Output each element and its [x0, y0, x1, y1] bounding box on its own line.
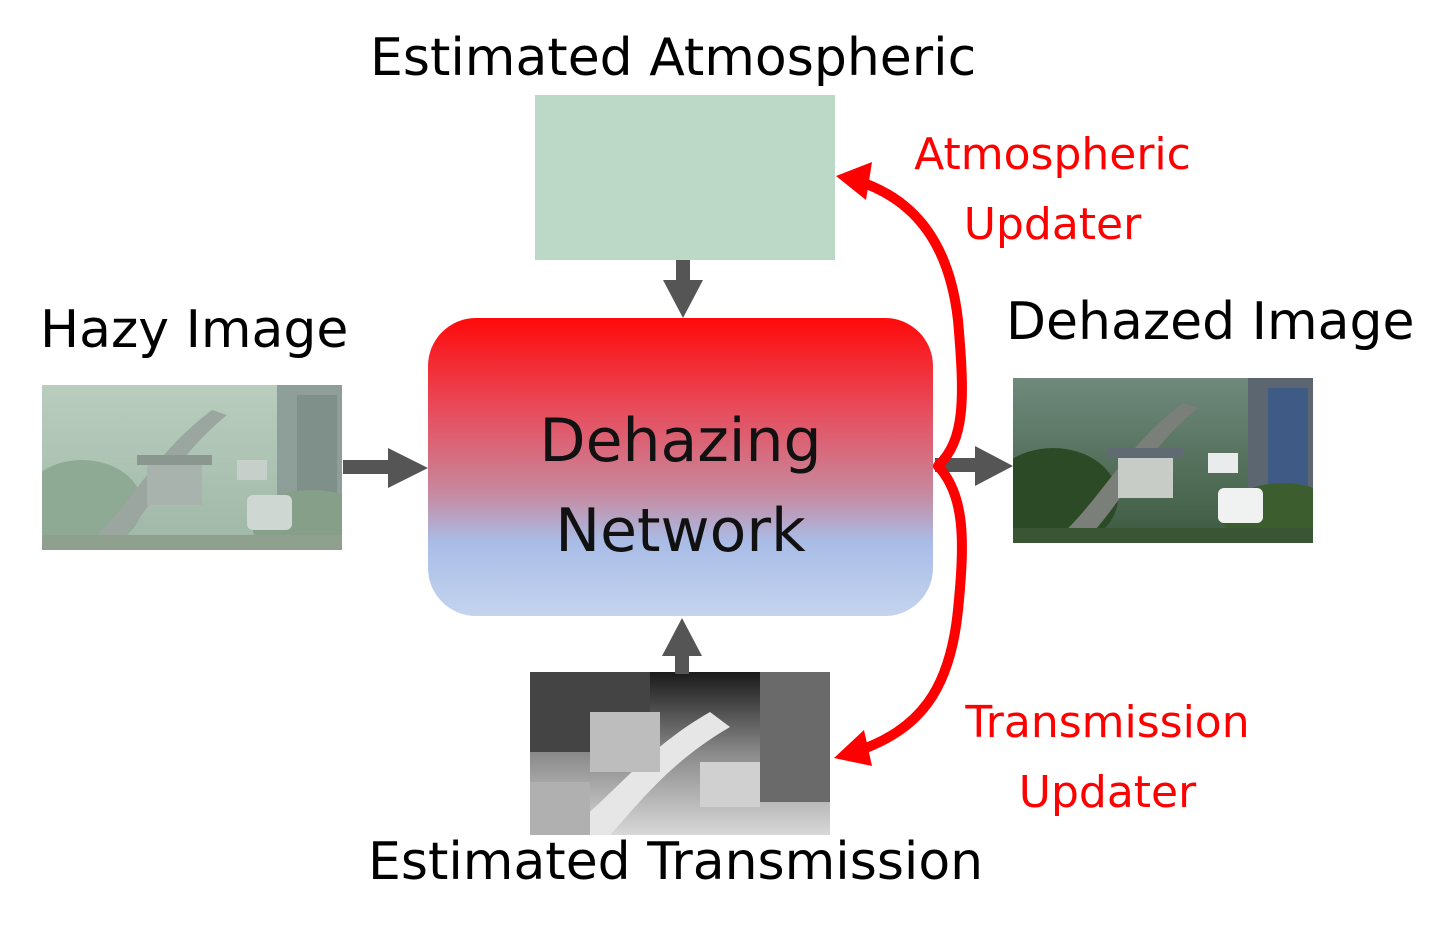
hazy-image-label: Hazy Image — [40, 300, 349, 360]
dehazed-image — [1013, 378, 1313, 543]
atmospheric-updater-line1: Atmospheric — [914, 129, 1191, 180]
hazy-image — [42, 385, 342, 550]
atmospheric-updater-arrow — [836, 162, 967, 471]
transmission-updater-line2: Updater — [1018, 767, 1197, 818]
arrow-transmission-to-network — [662, 618, 702, 674]
transmission-updater-label: Transmission Updater — [950, 688, 1265, 828]
atmospheric-updater-label: Atmospheric Updater — [900, 120, 1205, 260]
network-title-line2: Network — [555, 496, 806, 566]
transmission-updater-line1: Transmission — [965, 697, 1250, 748]
estimated-transmission-map — [530, 672, 830, 835]
estimated-transmission-label: Estimated Transmission — [368, 832, 984, 892]
arrow-atmospheric-to-network — [663, 260, 703, 318]
estimated-atmospheric-label: Estimated Atmospheric — [370, 28, 977, 88]
dehazing-network-block: Dehazing Network — [428, 318, 933, 616]
atmospheric-updater-line2: Updater — [963, 199, 1142, 250]
estimated-atmospheric-map — [535, 95, 835, 260]
dehazing-network-title: Dehazing Network — [428, 396, 933, 576]
transmission-updater-arrow — [834, 461, 967, 766]
network-title-line1: Dehazing — [539, 406, 822, 476]
arrow-hazy-to-network — [343, 448, 428, 488]
dehazed-image-label: Dehazed Image — [1006, 292, 1415, 352]
